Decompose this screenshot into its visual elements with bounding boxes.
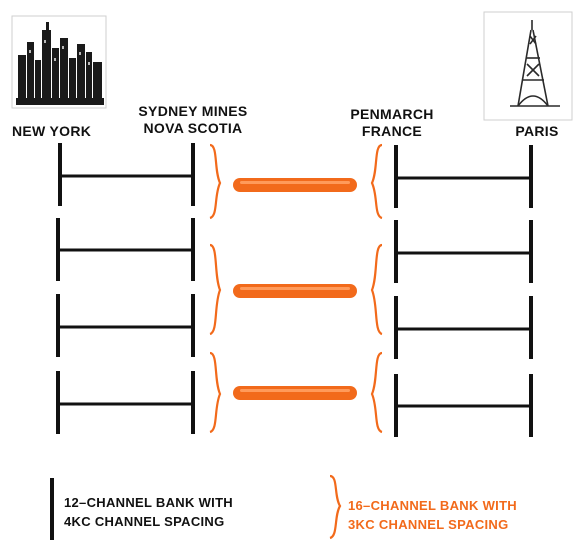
- eiffel-tower-icon: [483, 11, 573, 121]
- bank-penmarch-paris-4: [394, 374, 533, 437]
- cable-2: [233, 284, 357, 298]
- legend-black-line2: 4KC CHANNEL SPACING: [64, 514, 225, 529]
- bank-penmarch-paris-3: [394, 296, 533, 359]
- label-sydney-mines: SYDNEY MINES NOVA SCOTIA: [132, 103, 254, 137]
- legend-orange-text: 16–CHANNEL BANK WITH 3KC CHANNEL SPACING: [348, 496, 517, 534]
- bank-ny-sydney-1: [58, 143, 195, 206]
- new-york-skyline-icon: [11, 15, 107, 109]
- black-banks-left: [56, 143, 195, 434]
- label-penmarch: PENMARCH FRANCE: [346, 106, 438, 140]
- bank-ny-sydney-2: [56, 218, 195, 281]
- bank-ny-sydney-3: [56, 294, 195, 357]
- orange-braces-right: [370, 143, 383, 434]
- legend-orange-brace: [329, 474, 342, 540]
- cable-3: [233, 386, 357, 400]
- label-penmarch-line2: FRANCE: [361, 123, 423, 139]
- label-penmarch-line1: PENMARCH: [350, 106, 434, 122]
- label-paris: PARIS: [515, 123, 559, 139]
- orange-cables: [233, 178, 357, 400]
- bank-ny-sydney-4: [56, 371, 195, 434]
- bank-penmarch-paris-2: [394, 220, 533, 283]
- legend-orange-line2: 3KC CHANNEL SPACING: [348, 517, 509, 532]
- bank-penmarch-paris-1: [394, 145, 533, 208]
- orange-braces-left: [209, 143, 222, 434]
- legend-black-line1: 12–CHANNEL BANK WITH: [64, 495, 233, 510]
- label-sydney-line2: NOVA SCOTIA: [143, 120, 243, 136]
- cable-1: [233, 178, 357, 192]
- black-banks-right: [394, 145, 533, 437]
- legend-black-text: 12–CHANNEL BANK WITH 4KC CHANNEL SPACING: [64, 493, 233, 531]
- label-sydney-line1: SYDNEY MINES: [138, 103, 248, 119]
- label-new-york: NEW YORK: [12, 123, 92, 139]
- legend-orange-line1: 16–CHANNEL BANK WITH: [348, 498, 517, 513]
